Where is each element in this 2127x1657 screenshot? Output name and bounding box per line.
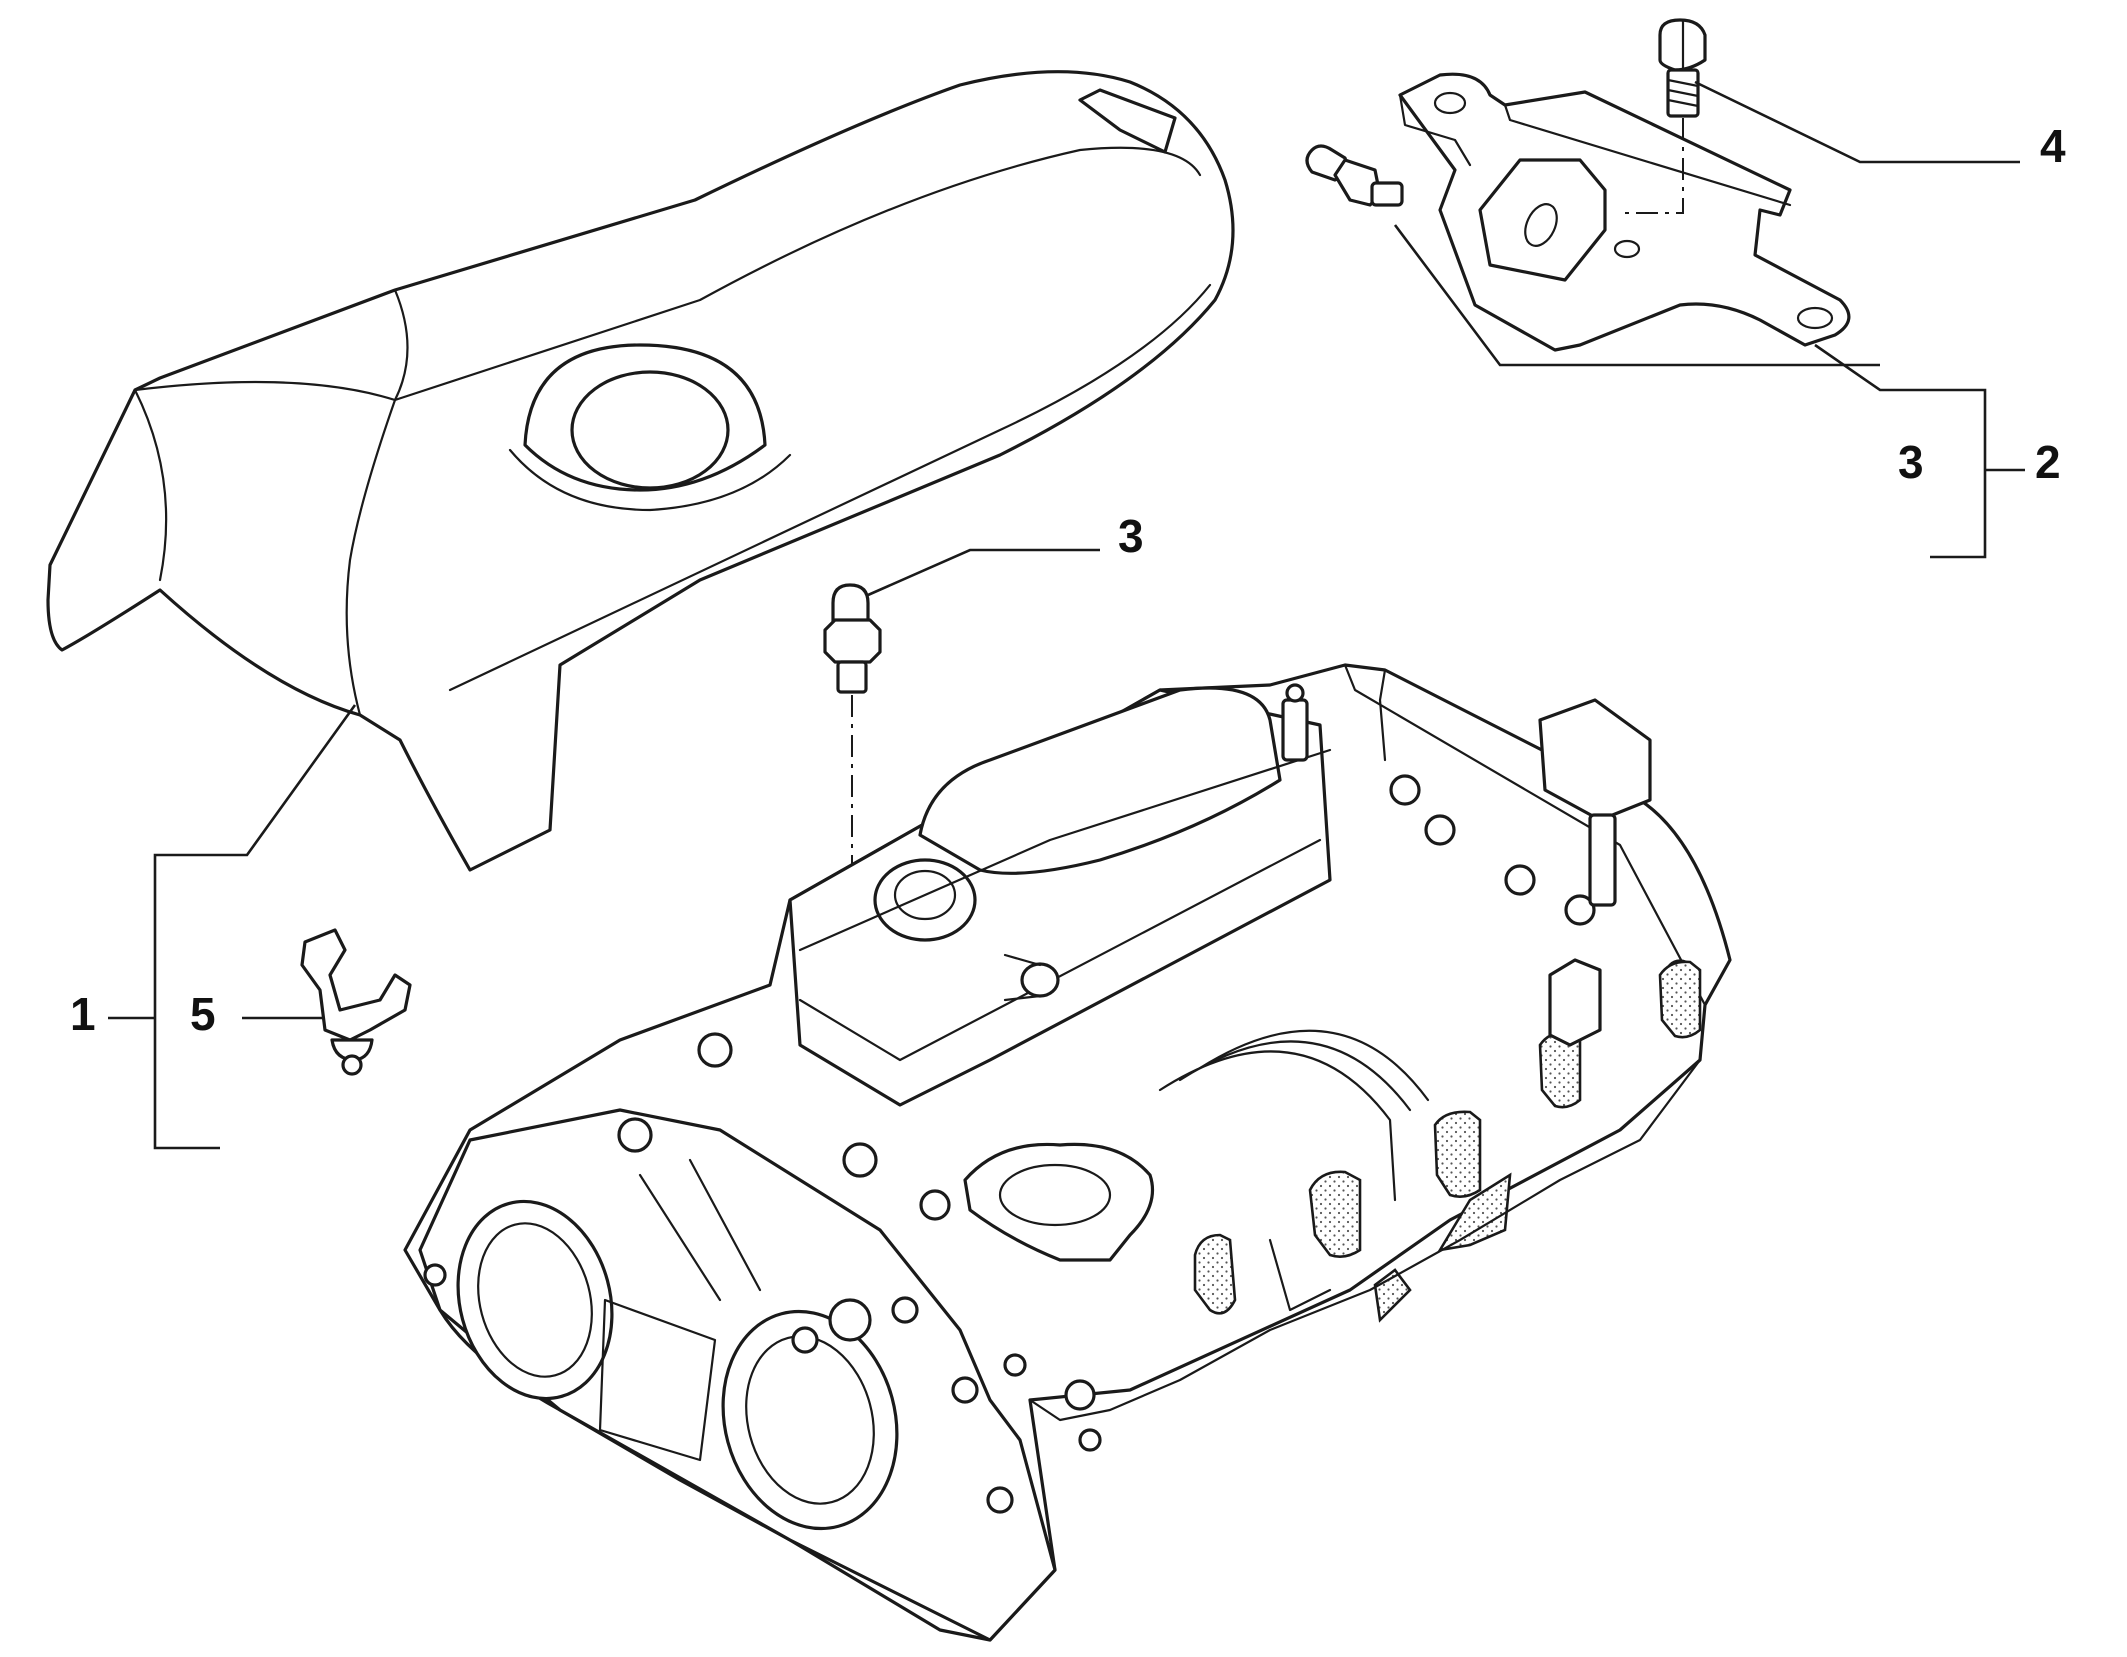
oil-filler-ring [508, 343, 792, 512]
callout-3-middle: 3 [1118, 510, 1144, 562]
callout-4: 4 [2040, 120, 2066, 172]
callout-5: 5 [190, 988, 216, 1040]
cylinder-head-cover [403, 663, 1732, 1642]
engine-cover [46, 70, 1235, 872]
leader-2 [1814, 343, 1987, 559]
callout-1: 1 [70, 988, 96, 1040]
leader-4 [1694, 80, 2020, 164]
leader-3-middle [867, 548, 1100, 597]
wire-clip [300, 928, 412, 1076]
leader-lines [108, 80, 2025, 1150]
bolt [1618, 18, 1707, 214]
callout-2: 2 [2035, 436, 2061, 488]
callout-3-upper: 3 [1898, 436, 1924, 488]
stud-upper [1305, 144, 1404, 207]
mounting-bracket [1398, 72, 1851, 352]
leader-3-upper [1393, 224, 1880, 367]
leader-1 [153, 704, 357, 1150]
